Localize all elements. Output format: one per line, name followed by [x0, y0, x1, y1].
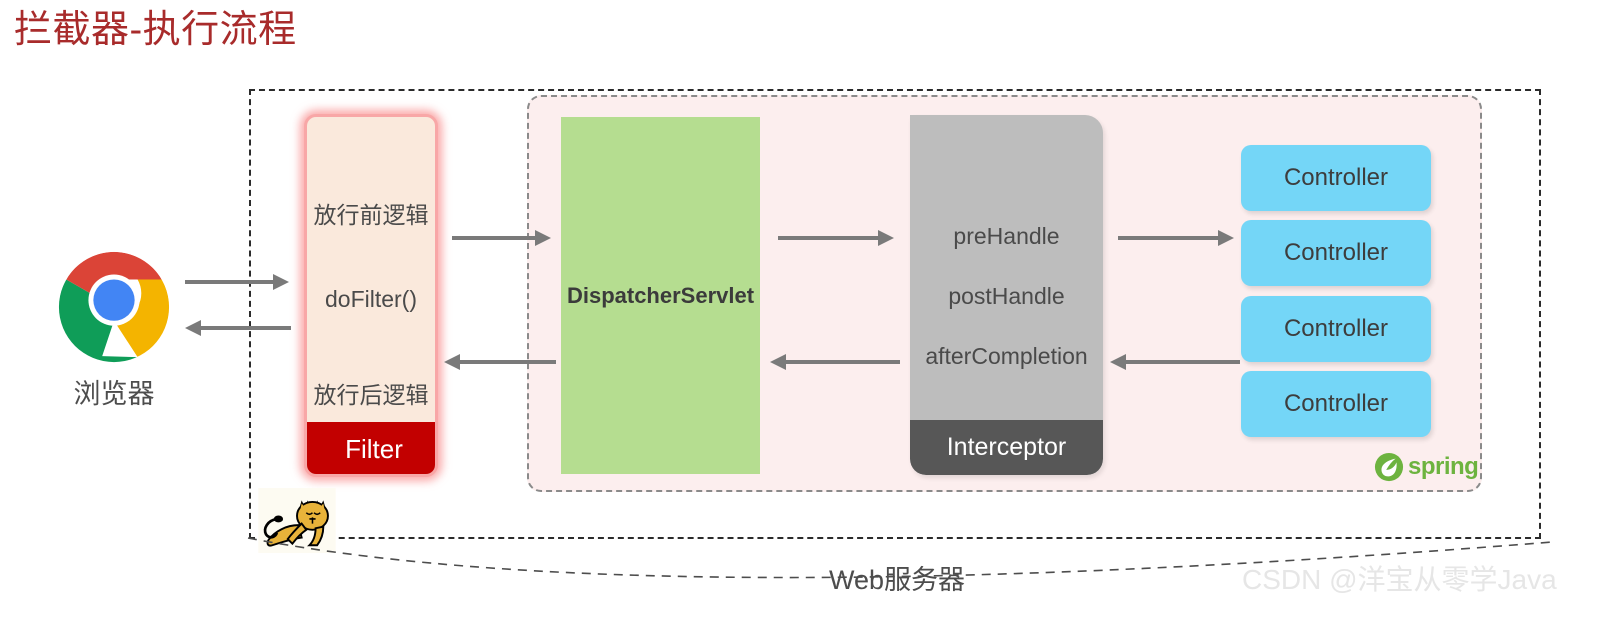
interceptor-box: preHandle postHandle afterCompletion Int…	[910, 115, 1103, 475]
chrome-icon	[58, 251, 170, 363]
filter-box: 放行前逻辑 doFilter() 放行后逻辑 Filter	[304, 114, 438, 477]
filter-pre-logic-label: 放行前逻辑	[313, 202, 429, 228]
arrow-controller-to-interceptor-response	[1110, 354, 1240, 370]
controller-box: Controller	[1241, 220, 1431, 286]
arrow-filter-to-dispatcher-request	[452, 230, 551, 246]
filter-footer-label: Filter	[307, 422, 435, 474]
filter-dofilter-label: doFilter()	[324, 286, 417, 312]
interceptor-posthandle-label: postHandle	[948, 283, 1065, 309]
page-title: 拦截器-执行流程	[14, 9, 297, 51]
webserver-label: Web服务器	[829, 565, 966, 595]
csdn-watermark: CSDN @洋宝从零学Java	[1242, 564, 1557, 595]
dispatcher-servlet-box: DispatcherServlet	[561, 117, 760, 474]
arrow-filter-to-browser-response	[185, 320, 291, 336]
controller-label: Controller	[1283, 164, 1389, 191]
controller-box: Controller	[1241, 296, 1431, 362]
arrow-dispatcher-to-filter-response	[444, 354, 556, 370]
controller-label: Controller	[1283, 315, 1389, 342]
controller-box: Controller	[1241, 145, 1431, 211]
filter-post-logic-label: 放行后逻辑	[313, 382, 429, 408]
controller-label: Controller	[1283, 239, 1389, 266]
browser-label: 浏览器	[73, 379, 155, 409]
arrow-interceptor-to-controller-request	[1118, 230, 1234, 246]
browser-node: 浏览器	[47, 248, 181, 411]
spring-logo: spring	[1374, 451, 1482, 483]
interceptor-prehandle-label: preHandle	[953, 223, 1060, 249]
arrow-dispatcher-to-interceptor-request	[778, 230, 894, 246]
spring-wordmark: spring	[1408, 453, 1479, 480]
controller-box: Controller	[1241, 371, 1431, 437]
dispatcher-servlet-label: DispatcherServlet	[566, 282, 755, 308]
arrow-interceptor-to-dispatcher-response	[770, 354, 900, 370]
arrow-browser-to-filter-request	[185, 274, 289, 290]
interceptor-aftercompletion-label: afterCompletion	[925, 343, 1088, 369]
spring-leaf-icon	[1374, 452, 1404, 482]
interceptor-footer-label: Interceptor	[910, 420, 1103, 475]
webserver-container	[249, 89, 1541, 539]
controller-label: Controller	[1283, 390, 1389, 417]
